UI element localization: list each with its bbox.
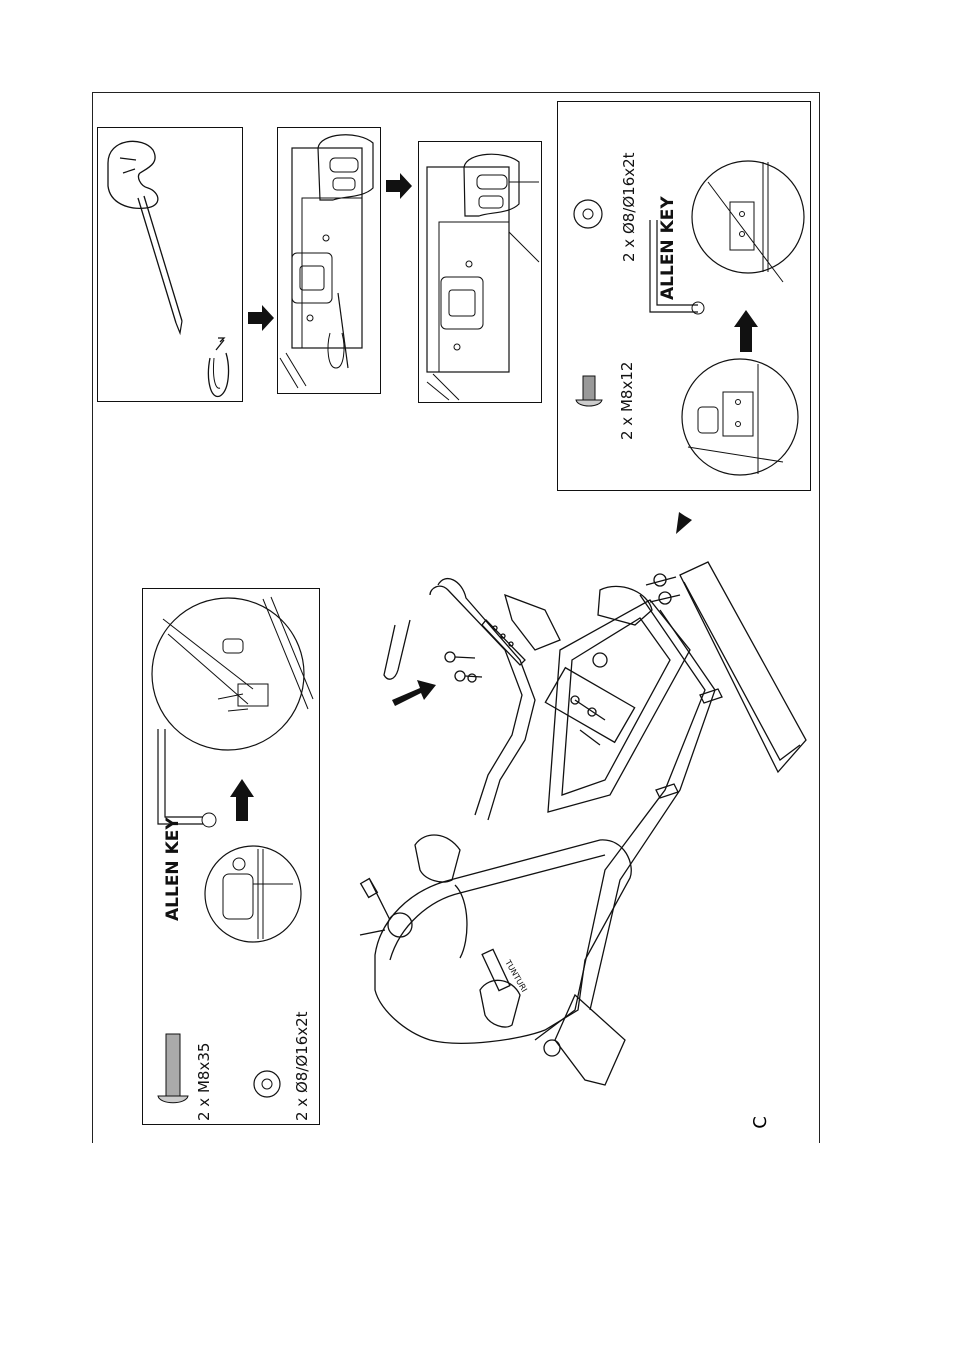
washer-icon: [573, 199, 603, 229]
arrow-right-icon: [386, 173, 412, 199]
bike-body: [374, 839, 632, 1044]
rear-stabilizer: [554, 993, 626, 1086]
top-right-details: [573, 160, 805, 476]
step-1-illustration: [107, 140, 230, 397]
seat-rail: [547, 599, 691, 813]
left-parts-box: ALLEN KEY 2 x M8x35 2 x Ø8/Ø16x2t: [142, 588, 320, 1125]
detail-circle-top: [691, 160, 805, 274]
step-3-panel: [418, 141, 542, 403]
step-2-panel: [277, 127, 381, 394]
detail-circle-bottom: [204, 845, 302, 943]
page-frame: [92, 92, 820, 1143]
step-3-illustration: [426, 153, 540, 401]
detail-circle-bottom: [681, 358, 799, 476]
step-2-illustration: [279, 134, 374, 389]
washer-icon: [253, 1070, 281, 1098]
arrow-right-icon: [248, 305, 274, 331]
arrow-diagonal-icon: [392, 680, 436, 706]
allen-key-icon: [157, 729, 203, 825]
handlebar: [437, 578, 536, 821]
top-right-parts-box: 2 x Ø8/Ø16x2t ALLEN KEY 2 x M8x12: [557, 101, 811, 491]
front-stabilizer: [679, 561, 807, 774]
step-1-panel: [97, 127, 243, 402]
arrow-up-icon: [734, 310, 758, 352]
page-letter: C: [749, 1116, 771, 1129]
detail-circle-top: [151, 597, 305, 751]
allen-key-icon: [649, 220, 698, 313]
left-box-details: [151, 596, 314, 1104]
arrow-down-left-icon: [676, 496, 695, 534]
pedal: [479, 979, 521, 1028]
arrow-up-icon: [230, 779, 254, 821]
